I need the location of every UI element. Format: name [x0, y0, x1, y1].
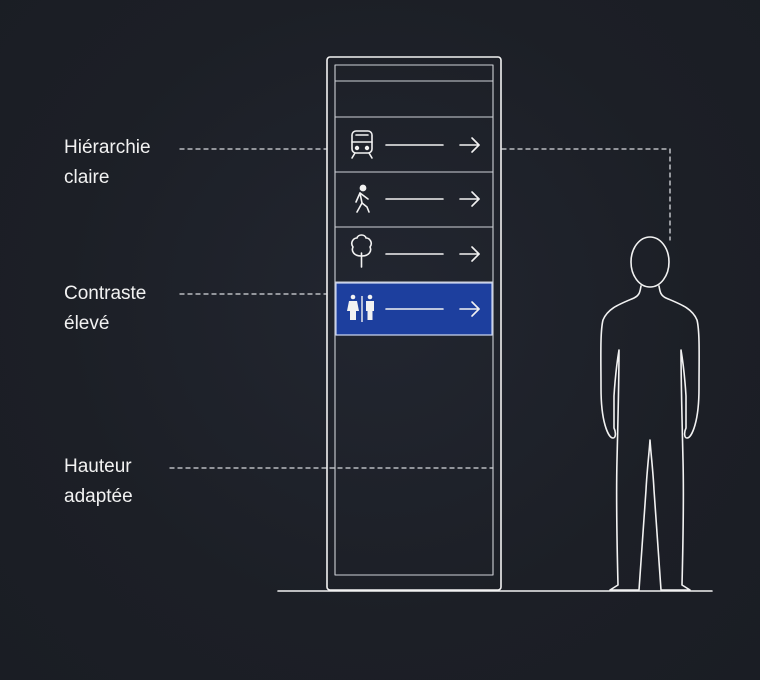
arrow-right-icon: [385, 301, 480, 317]
annotation-contrast-line2: élevé: [64, 313, 110, 334]
annotation-hierarchy: Hiérarchie claire: [64, 133, 151, 193]
tree-icon: [350, 234, 373, 268]
annotation-height-line2: adaptée: [64, 486, 133, 507]
annotation-hierarchy-line2: claire: [64, 167, 110, 188]
totem-outer-frame: [326, 56, 502, 591]
person-silhouette: [600, 236, 700, 591]
person-head: [630, 236, 670, 288]
person-body: [600, 285, 700, 591]
annotation-height: Hauteur adaptée: [64, 452, 133, 512]
leader-line-person: [501, 148, 671, 241]
arrow-right-icon: [385, 137, 480, 153]
train-icon: [351, 130, 373, 159]
totem-inner-panel: [334, 64, 494, 576]
totem-sign: [326, 56, 502, 591]
annotation-contrast: Contraste élevé: [64, 279, 146, 339]
annotation-hierarchy-line1: Hiérarchie: [64, 137, 151, 158]
arrow-right-icon: [385, 191, 480, 207]
restroom-icon: [347, 294, 374, 322]
annotation-contrast-line1: Contraste: [64, 283, 147, 304]
pedestrian-icon: [355, 184, 370, 213]
leader-lines: [169, 148, 671, 469]
arrow-right-icon: [385, 246, 480, 262]
annotation-height-line1: Hauteur: [64, 456, 132, 477]
